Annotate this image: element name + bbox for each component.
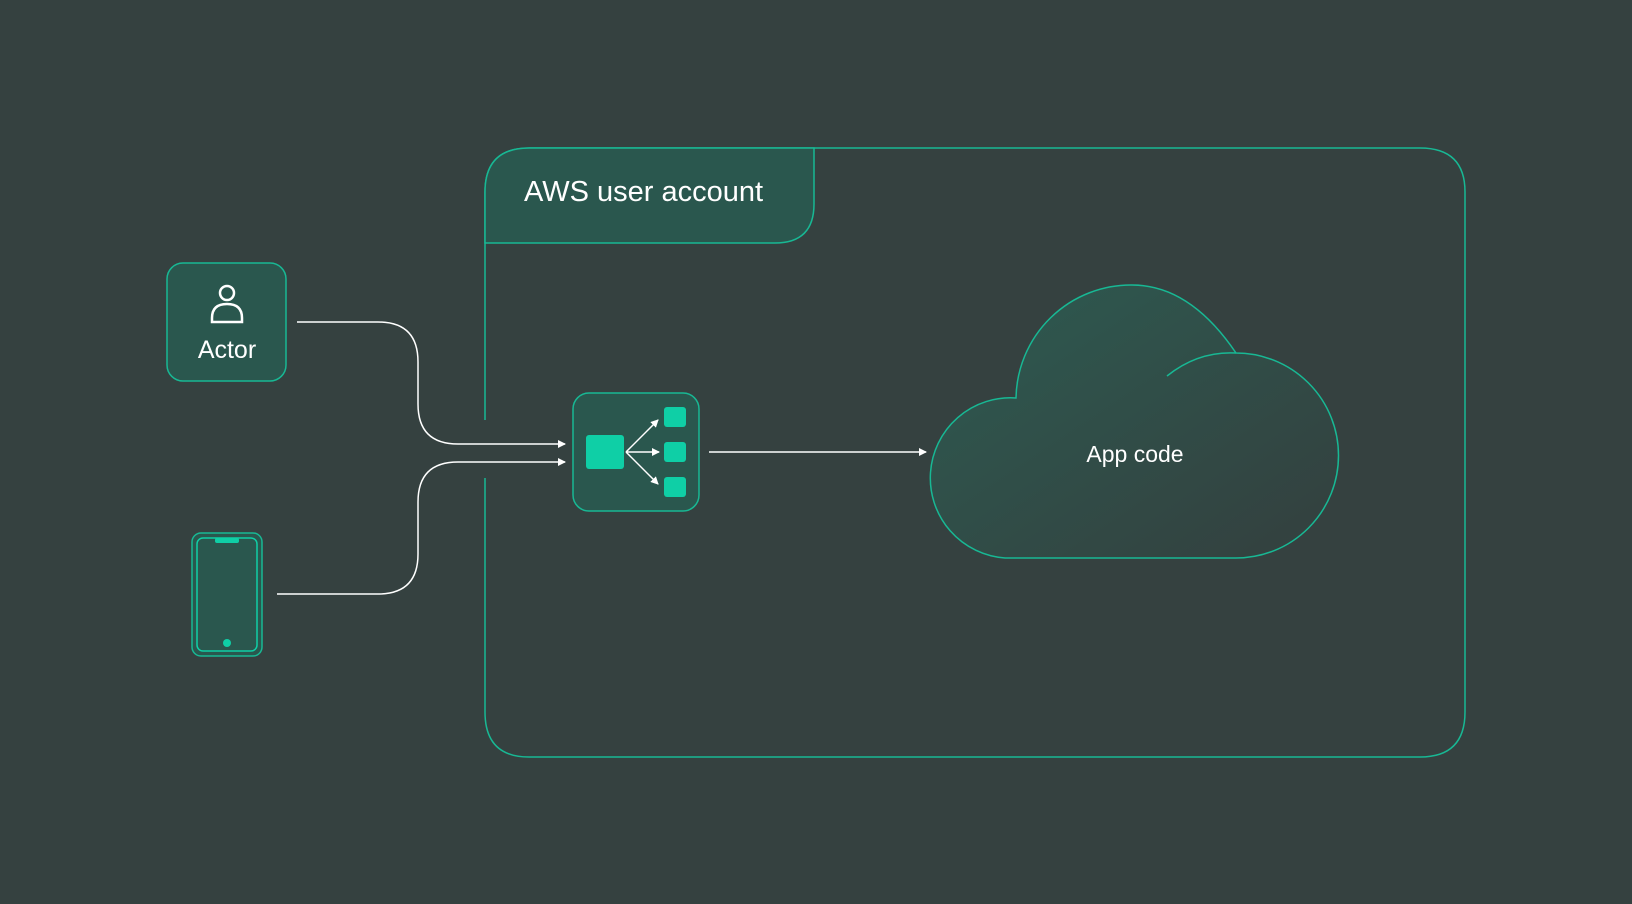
actor-box <box>166 262 287 382</box>
account-title: AWS user account <box>524 176 764 208</box>
user-icon <box>210 284 244 324</box>
aws-account-container <box>484 147 1466 758</box>
load-balancer-icon <box>572 392 700 512</box>
account-header-tab <box>484 147 815 244</box>
cloud-icon <box>929 284 1340 559</box>
app-code-label: App code <box>1086 441 1184 467</box>
phone-connector <box>277 458 566 595</box>
actor-connector <box>297 321 566 448</box>
actor-label: Actor <box>197 336 257 364</box>
phone-icon <box>191 532 263 657</box>
